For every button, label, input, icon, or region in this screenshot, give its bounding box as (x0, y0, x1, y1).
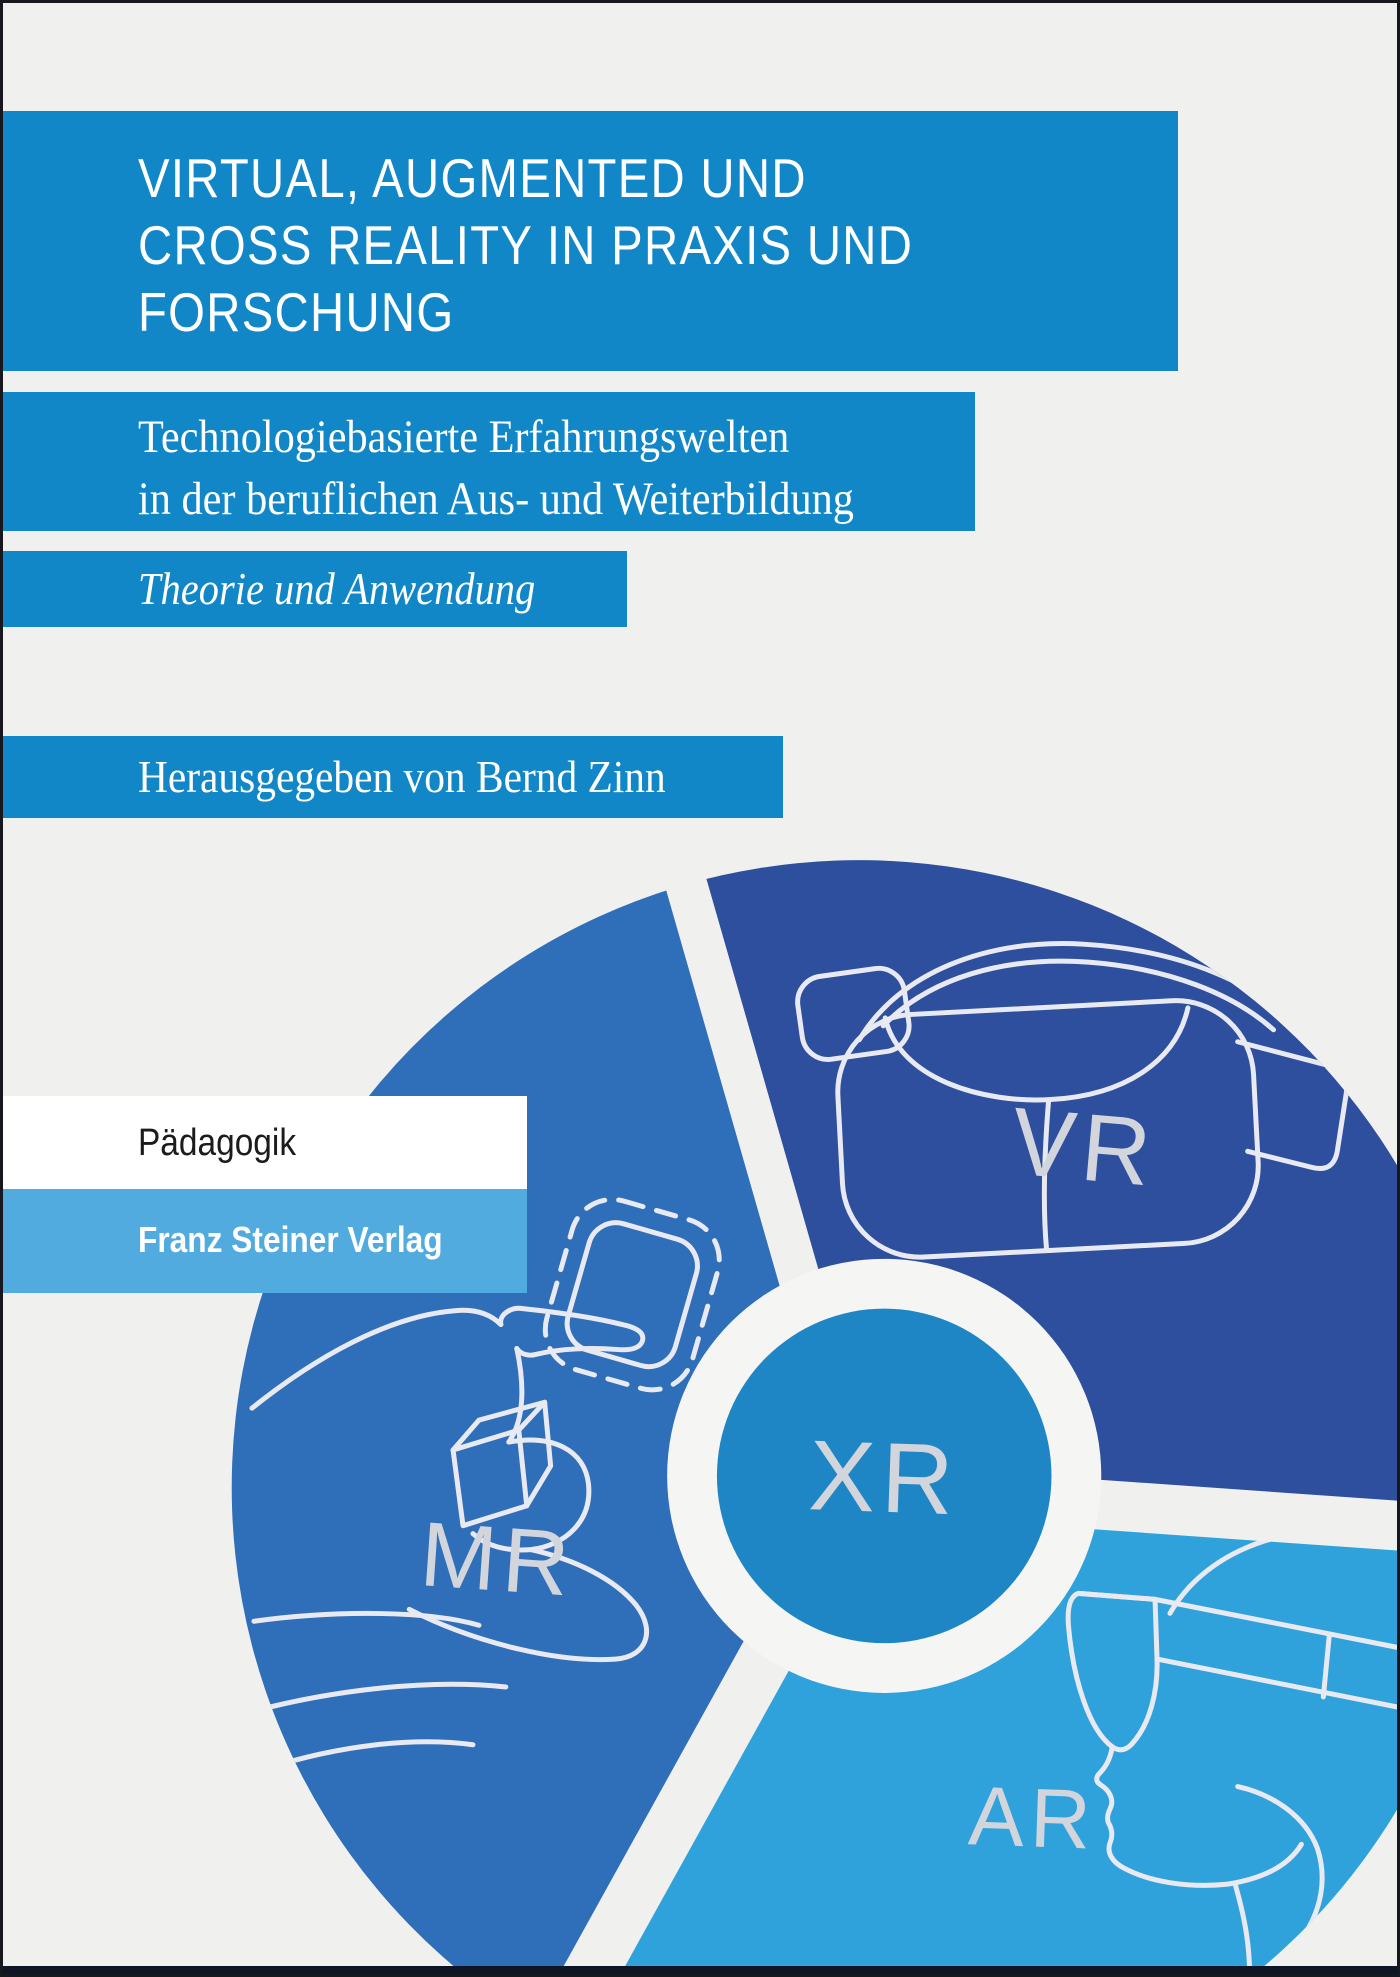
title-line-3: FORSCHUNG (138, 281, 455, 343)
mr-label: MR (417, 1503, 578, 1616)
vr-headset-icon: VR (795, 941, 1350, 1260)
title-line-1: VIRTUAL, AUGMENTED UND (138, 147, 807, 209)
bottom-strip (3, 1966, 1397, 1974)
xr-diagram: VR MR (231, 811, 1397, 1974)
subtitle-bar: Technologiebasierte Erfahrungswelten in … (3, 392, 975, 531)
center-circle (716, 1308, 1052, 1644)
editor-name: Herausgegeben von Bernd Zinn (138, 751, 666, 802)
series-title: Theorie und Anwendung (138, 563, 536, 614)
ar-label: AR (967, 1768, 1098, 1866)
hand-with-hologram-icon: MR (237, 1197, 722, 1772)
series-bar: Theorie und Anwendung (3, 551, 627, 627)
editor-bar: Herausgegeben von Bernd Zinn (3, 736, 783, 818)
title-bar: VIRTUAL, AUGMENTED UND CROSS REALITY IN … (3, 111, 1178, 371)
publisher-bar: Franz Steiner Verlag (3, 1189, 527, 1293)
category-label: Pädagogik (138, 1122, 297, 1164)
title-line-2: CROSS REALITY IN PRAXIS UND (138, 214, 914, 276)
category-bar: Pädagogik (3, 1096, 527, 1189)
xr-label: XR (807, 1420, 961, 1536)
subtitle-line-2: in der beruflichen Aus- und Weiterbildun… (138, 473, 854, 525)
vr-label: VR (1007, 1088, 1161, 1207)
publisher-name: Franz Steiner Verlag (138, 1219, 443, 1260)
subtitle-line-1: Technologiebasierte Erfahrungswelten (138, 411, 790, 463)
